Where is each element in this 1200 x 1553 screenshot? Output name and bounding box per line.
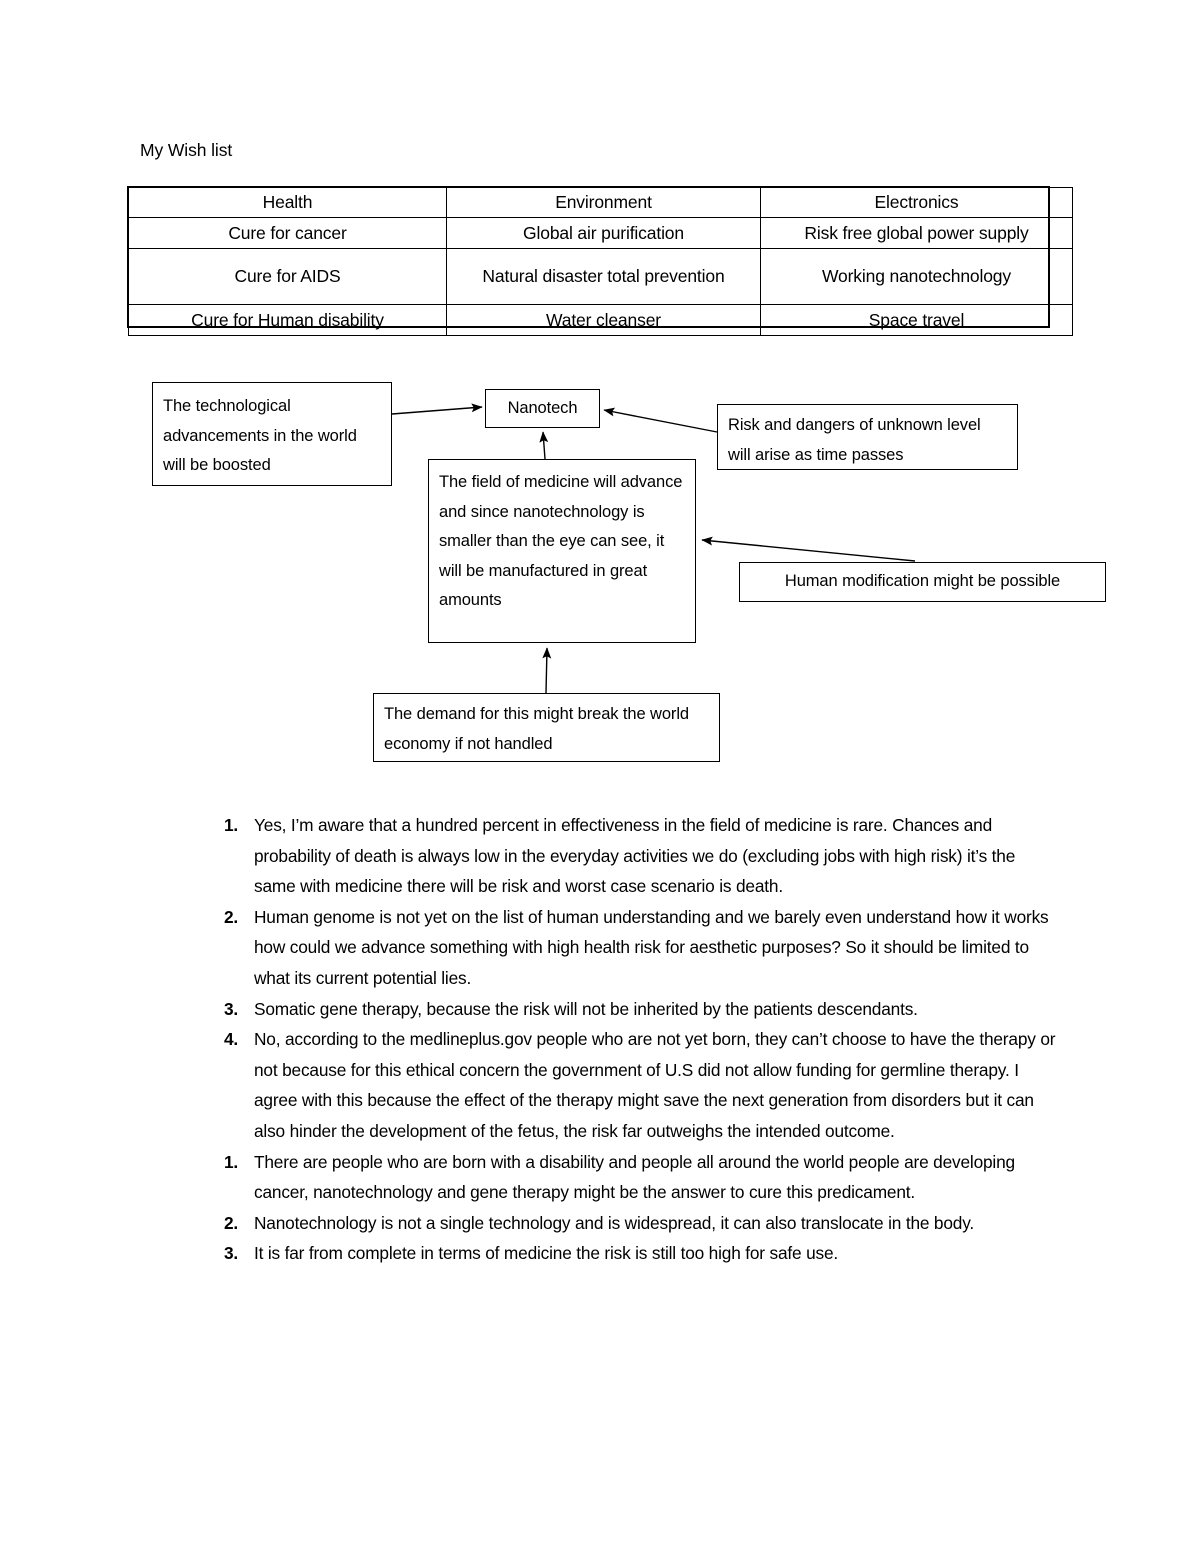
table-header-health: Health: [128, 187, 447, 218]
list-item-text: No, according to the medlineplus.gov peo…: [254, 1029, 1056, 1141]
diagram-node-medicine: The field of medicine will advance and s…: [428, 459, 696, 643]
table-row: Cure for Human disability Water cleanser…: [128, 304, 1073, 336]
arrow-medicine-to-nanotech: [539, 431, 549, 460]
list-item-number: 3: [212, 1238, 238, 1269]
diagram-node-demand-label: The demand for this might break the worl…: [384, 705, 689, 753]
list-item: 4 No, according to the medlineplus.gov p…: [212, 1024, 1057, 1146]
table-header-environment: Environment: [446, 187, 761, 218]
arrow-humanmod-to-medicine: [701, 536, 916, 562]
table-cell: Space travel: [760, 304, 1073, 336]
table-cell: Cure for AIDS: [128, 248, 447, 305]
table-header-row: Health Environment Electronics: [128, 187, 1073, 218]
list-item-number: 3: [212, 994, 238, 1025]
list-item: 2 Human genome is not yet on the list of…: [212, 902, 1057, 994]
table-cell: Cure for Human disability: [128, 304, 447, 336]
diagram-node-nanotech-label: Nanotech: [507, 398, 578, 417]
diagram-node-human-modification: Human modification might be possible: [739, 562, 1106, 602]
list-item: 3 Somatic gene therapy, because the risk…: [212, 994, 1057, 1025]
list-item-number: 1: [212, 810, 238, 841]
wish-list-table: Health Environment Electronics Cure for …: [128, 187, 1073, 336]
diagram-node-technological: The technological advancements in the wo…: [152, 382, 392, 486]
arrow-technological-to-nanotech: [391, 403, 483, 415]
list-item-text: Somatic gene therapy, because the risk w…: [254, 998, 918, 1019]
diagram-node-demand: The demand for this might break the worl…: [373, 693, 720, 762]
list-item-text: Human genome is not yet on the list of h…: [254, 906, 1049, 988]
diagram-node-nanotech: Nanotech: [485, 389, 600, 428]
diagram-node-human-modification-label: Human modification might be possible: [784, 572, 1061, 591]
list-item-number: 2: [212, 902, 238, 933]
arrow-risk-to-nanotech: [603, 407, 718, 433]
list-item-number: 2: [212, 1208, 238, 1239]
list-item-text: Yes, I’m aware that a hundred percent in…: [254, 815, 1016, 897]
table-cell: Natural disaster total prevention: [446, 248, 761, 305]
list-item: 1 Yes, I’m aware that a hundred percent …: [212, 810, 1057, 902]
list-item-number: 4: [212, 1024, 238, 1055]
arrow-demand-to-medicine: [542, 647, 552, 694]
list-item-text: Nanotechnology is not a single technolog…: [254, 1212, 975, 1233]
diagram-node-risk: Risk and dangers of unknown level will a…: [717, 404, 1018, 470]
table-header-electronics: Electronics: [760, 187, 1073, 218]
list-item: 3 It is far from complete in terms of me…: [212, 1238, 1057, 1269]
table-cell: Cure for cancer: [128, 217, 447, 249]
list-item: 1 There are people who are born with a d…: [212, 1147, 1057, 1208]
diagram-node-risk-label: Risk and dangers of unknown level will a…: [728, 416, 981, 464]
table-row: Cure for cancer Global air purification …: [128, 217, 1073, 249]
diagram-node-technological-label: The technological advancements in the wo…: [163, 397, 357, 474]
list-item: 2 Nanotechnology is not a single technol…: [212, 1208, 1057, 1239]
table-cell: Water cleanser: [446, 304, 761, 336]
answer-list: 1 Yes, I’m aware that a hundred percent …: [212, 810, 1057, 1269]
list-item-text: It is far from complete in terms of medi…: [254, 1243, 839, 1264]
list-item-text: There are people who are born with a dis…: [254, 1151, 1015, 1203]
diagram-node-medicine-label: The field of medicine will advance and s…: [439, 473, 683, 609]
page-title: My Wish list: [140, 140, 233, 160]
list-item-number: 1: [212, 1147, 238, 1178]
